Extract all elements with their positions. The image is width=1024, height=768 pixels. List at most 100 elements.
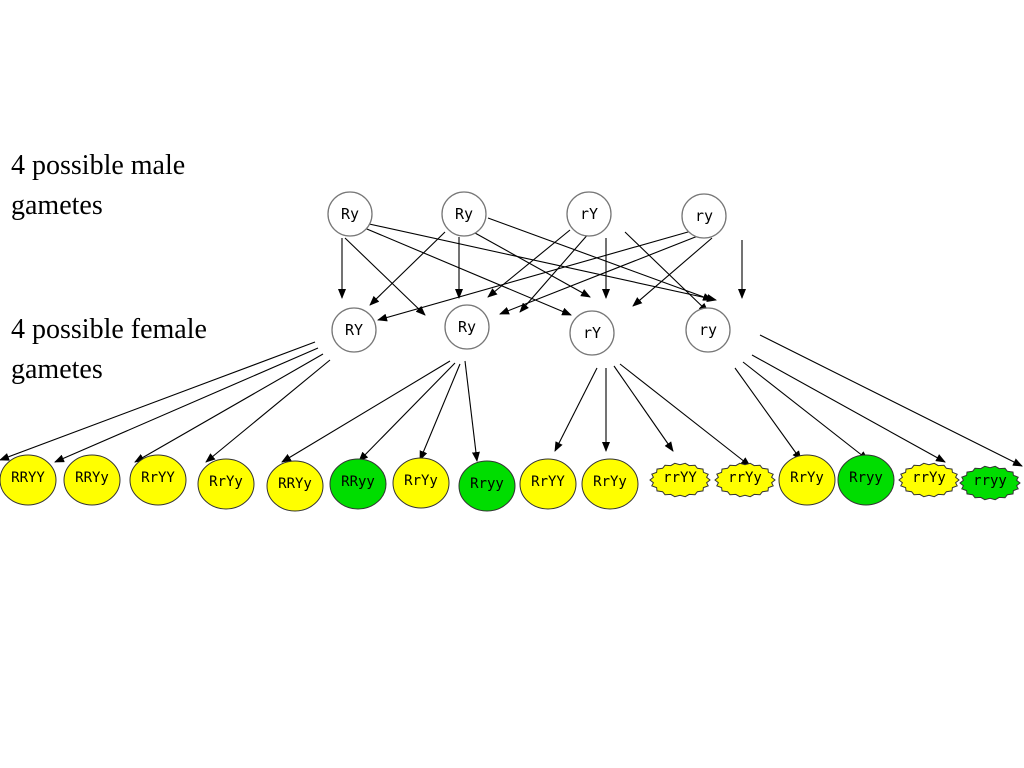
offspring-genotype: RRYY [11, 470, 45, 486]
cross-arrow [344, 237, 426, 316]
female-gametes-row: RY Ry rY ry [331, 304, 731, 356]
gamete-label: Ry [458, 318, 476, 336]
offspring-genotype: rrYy [912, 470, 946, 486]
gamete-label: ry [695, 207, 713, 225]
round-pea-shape [0, 454, 57, 506]
cross-arrow [369, 231, 446, 306]
cross-arrow [742, 361, 869, 461]
female-gamete: Ry [444, 304, 490, 350]
arrows-group [0, 217, 1023, 467]
gamete-circle [685, 307, 731, 353]
cross-arrow [487, 229, 571, 298]
cross-arrow [499, 231, 709, 315]
offspring-row: RRYY RRYy RrYY RrYy RRYy RRyy RrYy Rryy RrYY RrYy… [0, 454, 1021, 512]
cross-arrow [613, 365, 674, 452]
round-pea-shape [392, 457, 450, 509]
offspring-genotype: Rryy [849, 470, 883, 486]
wrinkled-pea-shape [649, 462, 711, 498]
round-pea-shape [778, 454, 836, 506]
offspring-round-green: RRyy [329, 458, 387, 510]
cross-arrow [354, 223, 572, 316]
cross-arrow [377, 227, 703, 322]
female-gamete: rY [569, 310, 615, 356]
wrinkled-pea-shape [898, 462, 960, 498]
gamete-circle [331, 307, 377, 353]
gamete-circle [444, 304, 490, 350]
offspring-wrinkled-green: rryy [959, 465, 1021, 501]
cross-arrow [759, 334, 1023, 467]
offspring-round-yellow: RrYy [392, 457, 450, 509]
offspring-round-yellow: RRYY [0, 454, 57, 506]
offspring-round-yellow: RRYy [266, 460, 324, 512]
male-gametes-label: 4 possible male gametes [11, 150, 186, 221]
male-gametes-row: Ry Ry rY ry [327, 191, 727, 239]
male-gamete: ry [681, 193, 727, 239]
offspring-genotype: RrYy [209, 474, 243, 490]
gamete-circle [566, 191, 612, 237]
cross-arrow [359, 221, 717, 302]
cross-arrow [281, 360, 451, 463]
cross-arrow [487, 217, 713, 301]
offspring-genotype: RrYY [531, 474, 565, 490]
offspring-genotype: rrYy [728, 470, 762, 486]
female-gamete: RY [331, 307, 377, 353]
cross-arrow [134, 353, 324, 463]
cross-arrow [358, 362, 456, 462]
cross-arrow [751, 354, 946, 463]
offspring-wrinkled-yellow: rrYy [898, 462, 960, 498]
cross-arrow [205, 359, 331, 463]
cross-arrow [624, 231, 709, 313]
offspring-genotype: rryy [973, 473, 1007, 489]
offspring-round-yellow: RrYy [778, 454, 836, 506]
wrinkled-pea-shape [959, 465, 1021, 501]
offspring-round-green: Rryy [458, 460, 516, 512]
cross-arrow [734, 367, 802, 461]
gamete-circle [327, 191, 373, 237]
gamete-label: Ry [455, 205, 473, 223]
gamete-circle [441, 191, 487, 237]
offspring-genotype: RRYy [75, 470, 109, 486]
offspring-genotype: Rryy [470, 476, 504, 492]
offspring-genotype: RRYy [278, 476, 312, 492]
round-pea-shape [266, 460, 324, 512]
offspring-wrinkled-yellow: rrYy [714, 462, 776, 498]
male-gamete: Ry [327, 191, 373, 237]
round-pea-shape [837, 454, 895, 506]
offspring-genotype: RrYY [141, 470, 175, 486]
offspring-genotype: RRyy [341, 474, 375, 490]
male-gamete: rY [566, 191, 612, 237]
offspring-round-yellow: RrYY [129, 454, 187, 506]
offspring-genotype: RrYy [404, 473, 438, 489]
female-gametes-label: 4 possible female gametes [11, 314, 207, 385]
round-pea-shape [197, 458, 255, 510]
male-gamete: Ry [441, 191, 487, 237]
gamete-label: Ry [341, 205, 359, 223]
round-pea-shape [519, 458, 577, 510]
cross-arrow [464, 360, 480, 462]
offspring-genotype: RrYy [593, 474, 627, 490]
round-pea-shape [63, 454, 121, 506]
cross-arrow [632, 237, 713, 307]
cross-arrow [619, 363, 751, 467]
gamete-label: rY [580, 205, 598, 223]
offspring-wrinkled-yellow: rrYY [649, 462, 711, 498]
female-gamete: ry [685, 307, 731, 353]
gamete-label: rY [583, 324, 601, 342]
round-pea-shape [581, 458, 639, 510]
offspring-round-yellow: RrYY [519, 458, 577, 510]
cross-arrow [419, 363, 461, 461]
wrinkled-pea-shape [714, 462, 776, 498]
offspring-round-green: Rryy [837, 454, 895, 506]
cross-arrow [519, 231, 591, 313]
round-pea-shape [129, 454, 187, 506]
gamete-circle [569, 310, 615, 356]
offspring-round-yellow: RrYy [581, 458, 639, 510]
round-pea-shape [458, 460, 516, 512]
gamete-label: RY [345, 321, 363, 339]
offspring-genotype: RrYy [790, 470, 824, 486]
cross-arrow [54, 347, 319, 463]
offspring-round-yellow: RRYy [63, 454, 121, 506]
offspring-round-yellow: RrYy [197, 458, 255, 510]
cross-arrow [554, 367, 598, 452]
